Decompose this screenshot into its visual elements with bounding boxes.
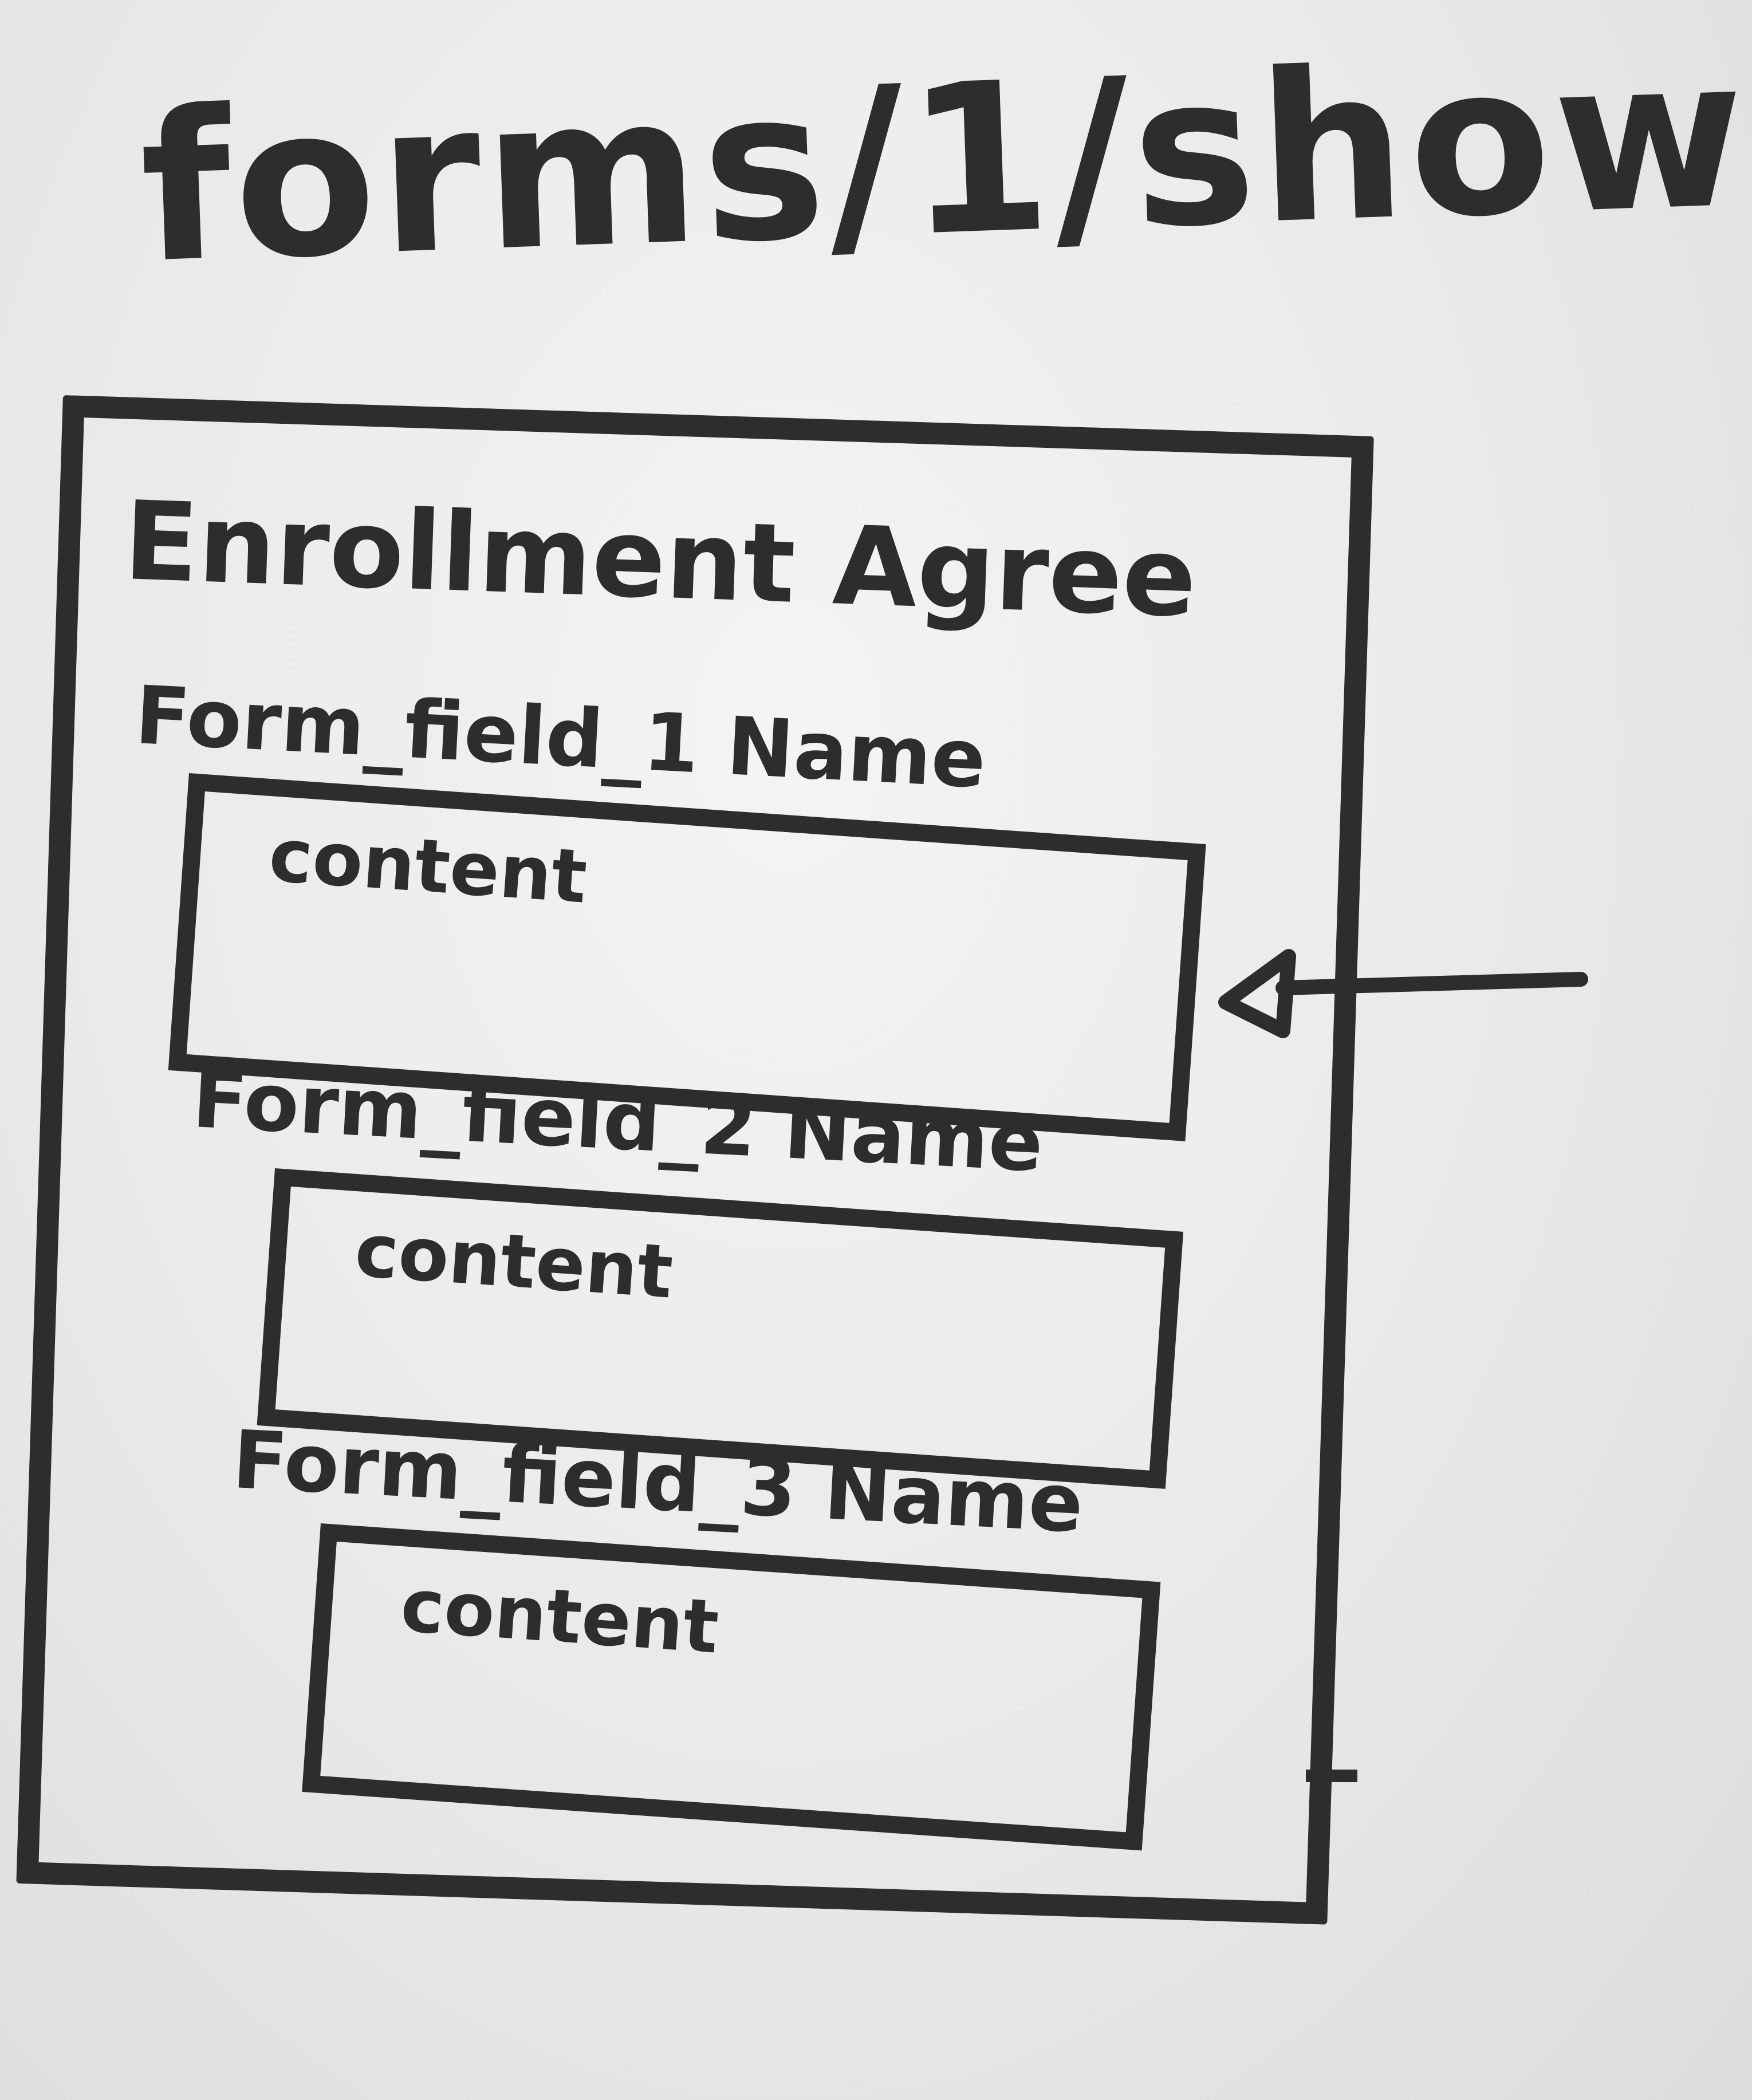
field-1-content: content bbox=[266, 813, 590, 920]
route-title: forms/1/show bbox=[136, 13, 1752, 309]
frame-tick-mark bbox=[1306, 1770, 1357, 1782]
pointer-arrow-icon bbox=[1218, 949, 1588, 1038]
field-2-content: content bbox=[352, 1208, 676, 1315]
field-3-content: content bbox=[398, 1563, 722, 1670]
